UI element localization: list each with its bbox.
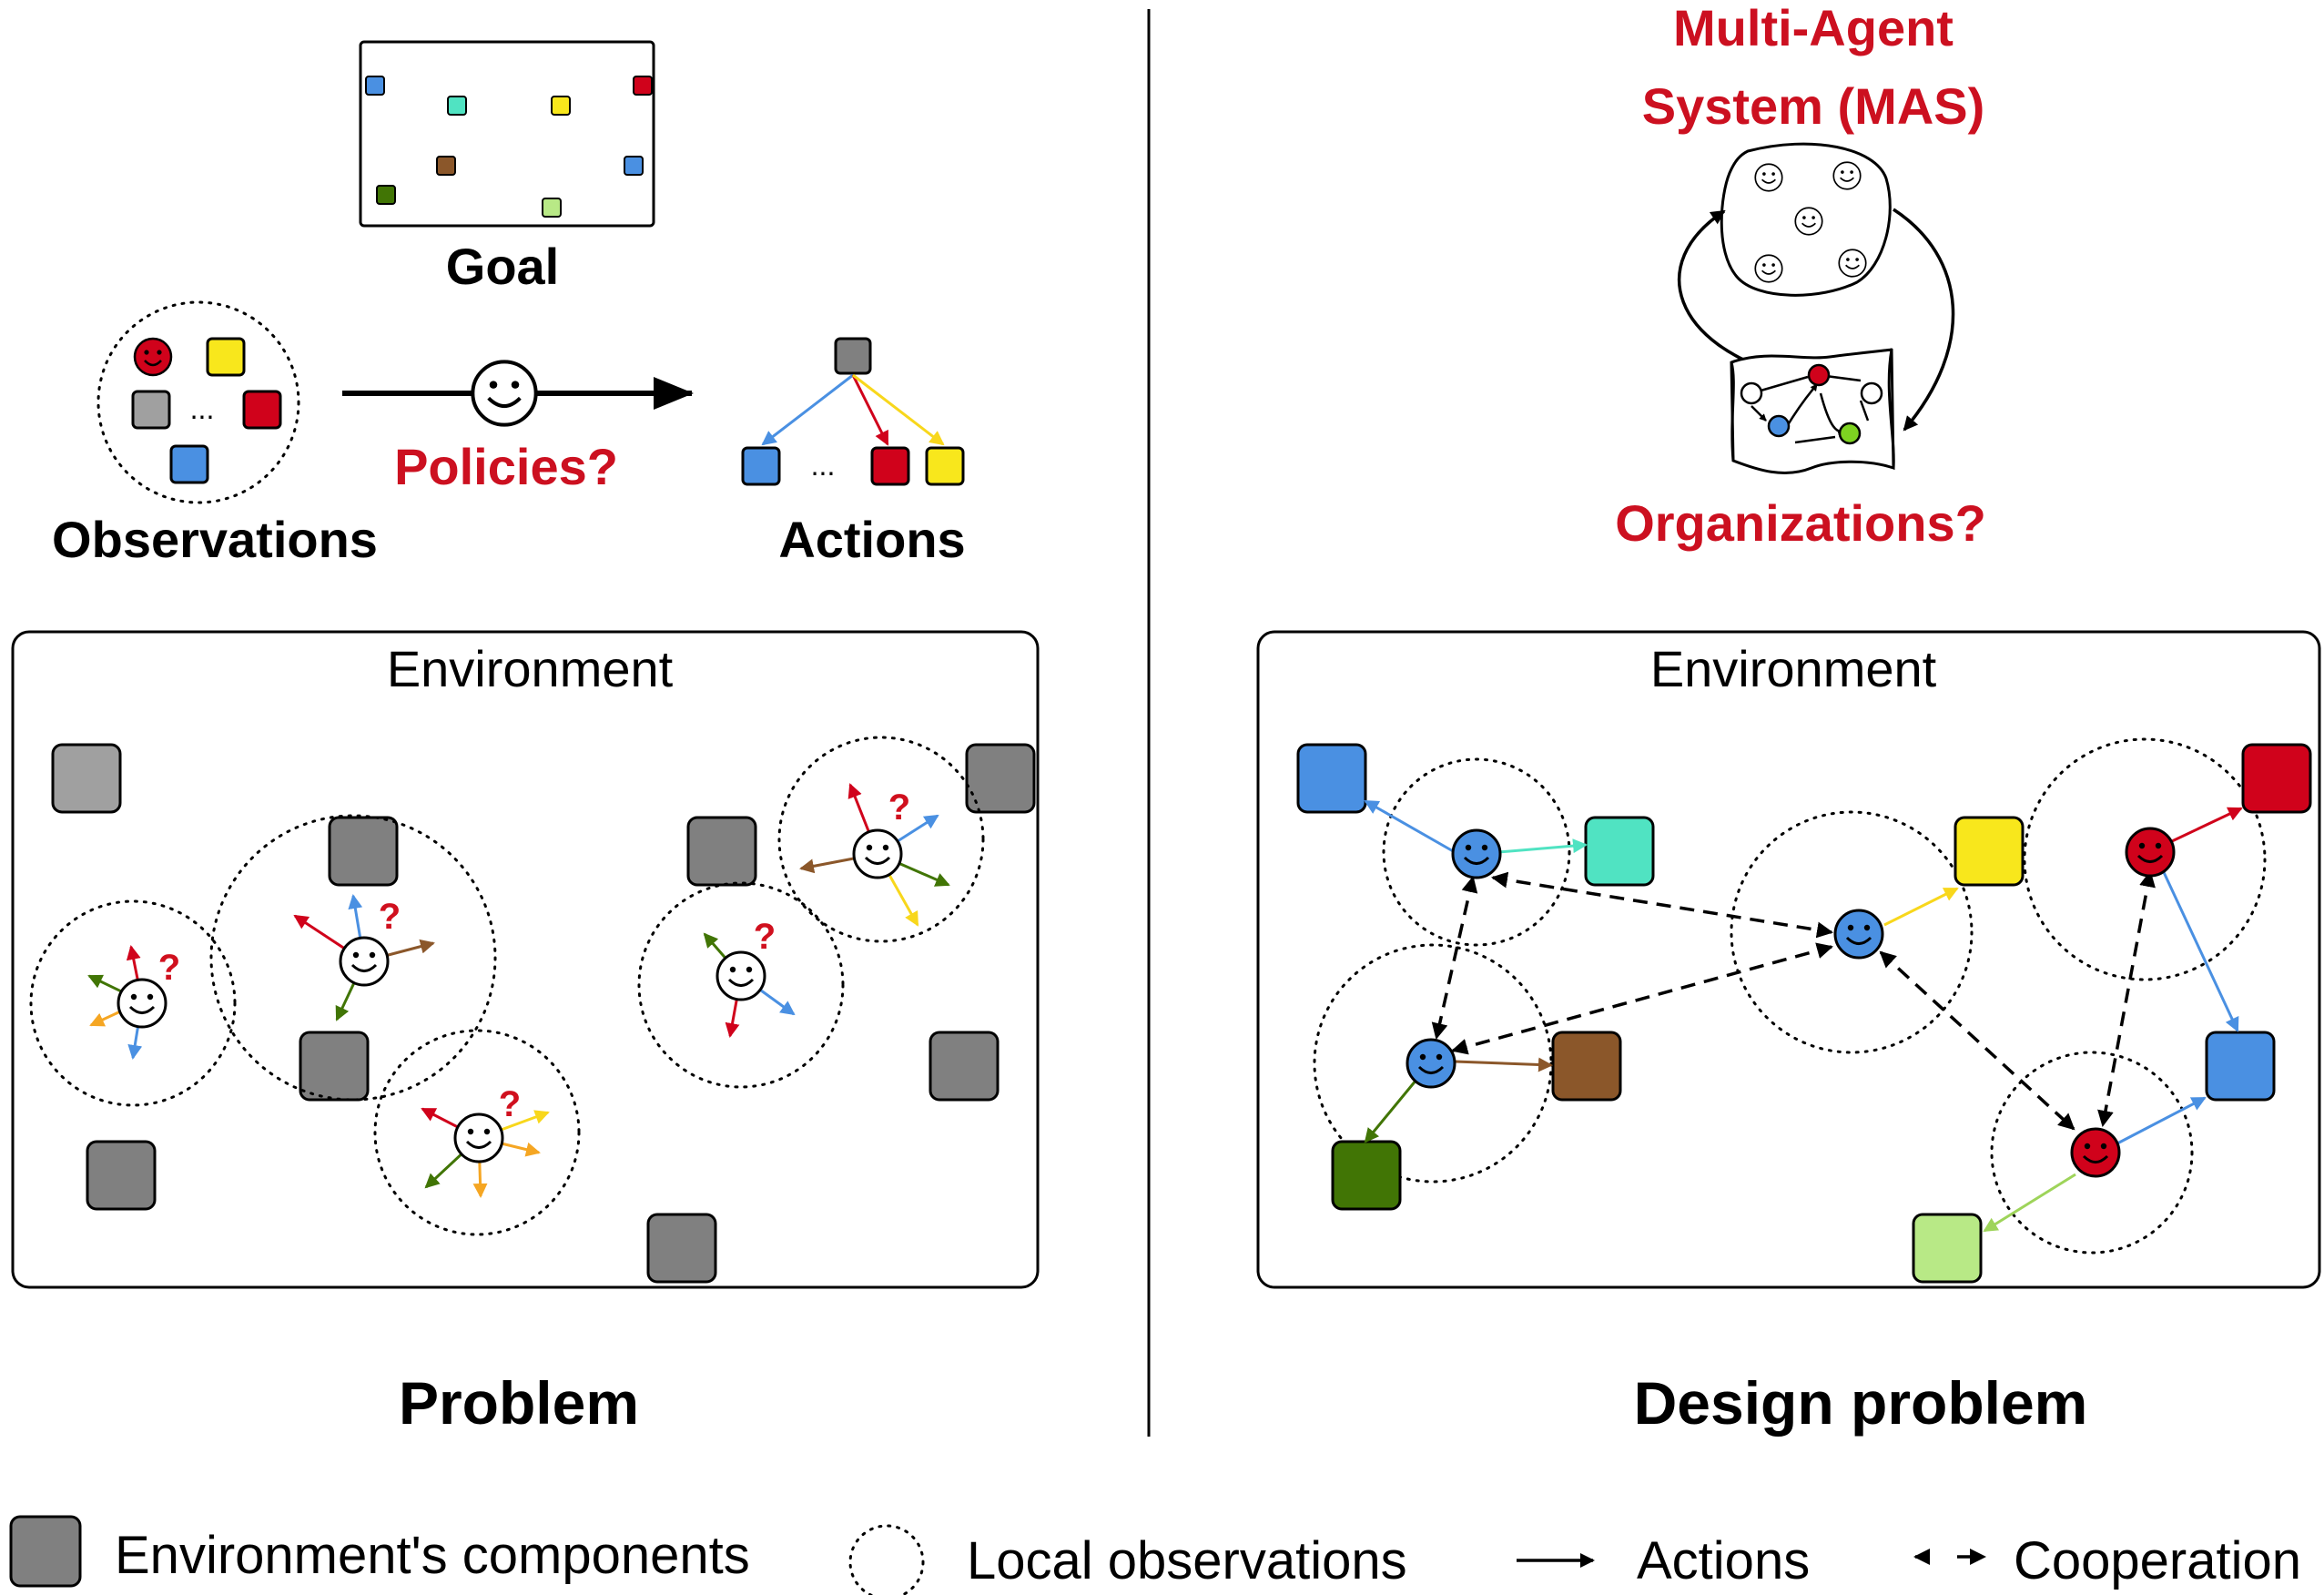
left-question-mark-4: ? xyxy=(754,917,776,957)
goal-label: Goal xyxy=(446,238,559,295)
problem-caption: Problem xyxy=(399,1369,639,1437)
left-environment-label: Environment xyxy=(387,640,674,697)
policy-agent-smiley-icon xyxy=(471,360,538,427)
observations-group: ... xyxy=(96,300,300,504)
environment-component-icon xyxy=(9,1515,82,1588)
legend-local-observations-label: Local observations xyxy=(967,1531,1407,1590)
mas-title-line1: Multi-Agent xyxy=(1673,0,1954,56)
left-question-mark-5: ? xyxy=(888,787,910,828)
mas-title-line2: System (MAS) xyxy=(1642,77,1985,135)
right-environment: Environment xyxy=(1256,630,2321,1289)
legend: Environment's components Local observati… xyxy=(9,1515,2301,1595)
observations-ellipsis: ... xyxy=(190,392,215,425)
design-problem-caption: Design problem xyxy=(1634,1369,2088,1437)
right-environment-label: Environment xyxy=(1650,640,1937,697)
actions-label: Actions xyxy=(778,511,965,568)
legend-components-label: Environment's components xyxy=(115,1526,750,1585)
actions-ellipsis: ... xyxy=(811,449,836,482)
left-question-mark-1: ? xyxy=(158,948,180,988)
left-question-mark-2: ? xyxy=(379,897,401,937)
left-environment: Environment ? ? xyxy=(11,630,1040,1289)
mas-cycle-icon xyxy=(1677,142,1955,474)
legend-actions-label: Actions xyxy=(1637,1531,1810,1590)
policies-label: Policies? xyxy=(394,438,618,495)
goal-box xyxy=(359,40,655,228)
left-question-mark-3: ? xyxy=(499,1084,521,1124)
organizations-label: Organizations? xyxy=(1615,494,1986,552)
observations-label: Observations xyxy=(52,511,378,568)
legend-cooperation-label: Cooperation xyxy=(2014,1531,2301,1590)
actions-tree: ... xyxy=(741,337,965,486)
dotted-circle-icon xyxy=(848,1524,925,1595)
